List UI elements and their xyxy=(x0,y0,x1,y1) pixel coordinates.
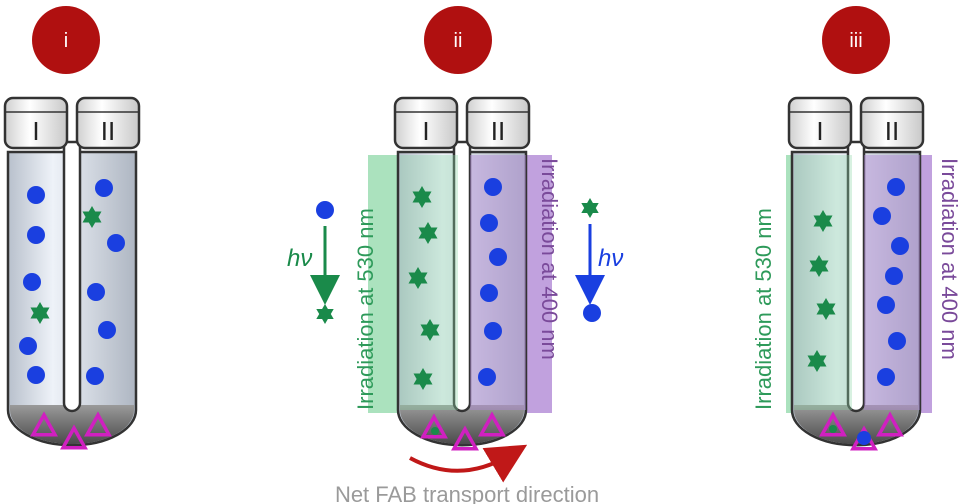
circle-molecule-icon xyxy=(885,267,903,285)
triangle-carrier-icon xyxy=(819,411,847,437)
panel-badge xyxy=(822,6,890,74)
tube-cap xyxy=(75,96,141,150)
triangle-carrier-icon xyxy=(84,411,112,437)
circle-molecule-icon xyxy=(480,214,498,232)
tube-cap xyxy=(393,96,459,150)
triangle-carrier-icon xyxy=(478,411,506,437)
triangle-carrier-icon xyxy=(420,413,448,439)
tube-label: II xyxy=(885,116,899,146)
circle-molecule-icon xyxy=(873,207,891,225)
irradiation-530-label: Irradiation at 530 nm xyxy=(751,208,776,410)
irradiation-400-label: Irradiation at 400 nm xyxy=(537,158,562,360)
circle-molecule-icon xyxy=(888,332,906,350)
circle-molecule-icon xyxy=(19,337,37,355)
triangle-carrier-icon xyxy=(451,425,479,451)
irradiation-400-label: Irradiation at 400 nm xyxy=(937,158,960,360)
star-molecule-icon xyxy=(418,222,438,244)
panel-badge-label: i xyxy=(64,30,68,52)
circle-molecule-icon xyxy=(27,366,45,384)
star-molecule-icon xyxy=(581,198,599,218)
circle-molecule-icon xyxy=(877,368,895,386)
tube-cap xyxy=(3,96,69,150)
star-molecule-icon xyxy=(807,350,827,372)
circle-molecule-icon xyxy=(887,178,905,196)
star-molecule-icon xyxy=(30,302,50,324)
star-molecule-icon xyxy=(829,425,837,433)
circle-molecule-icon xyxy=(478,368,496,386)
star-molecule-icon xyxy=(408,267,428,289)
star-molecule-icon xyxy=(412,186,432,208)
panel-badge-label: ii xyxy=(454,30,463,52)
circle-molecule-icon xyxy=(87,283,105,301)
circle-molecule-icon xyxy=(484,178,502,196)
circle-molecule-icon xyxy=(891,237,909,255)
circle-molecule-icon xyxy=(27,186,45,204)
circle-molecule-icon xyxy=(86,367,104,385)
panel-badge xyxy=(424,6,492,74)
circle-molecule-icon xyxy=(27,226,45,244)
green-tint xyxy=(794,155,852,410)
star-molecule-icon xyxy=(816,298,836,320)
star-molecule-icon xyxy=(431,427,439,435)
tube-label: II xyxy=(491,116,505,146)
tube-label: I xyxy=(422,116,429,146)
panel-badge xyxy=(32,6,100,74)
triangle-carrier-icon xyxy=(60,424,88,450)
circle-molecule-icon xyxy=(489,248,507,266)
circle-molecule-icon xyxy=(857,431,871,445)
circle-molecule-icon xyxy=(107,234,125,252)
tube-cap xyxy=(787,96,853,150)
circle-molecule-icon xyxy=(877,296,895,314)
tube-divider xyxy=(452,140,472,413)
circle-molecule-icon xyxy=(95,179,113,197)
tube-label: I xyxy=(816,116,823,146)
transport-direction-label: Net FAB transport direction xyxy=(335,482,599,504)
circle-molecule-icon xyxy=(583,304,601,322)
hv-right-label: hν xyxy=(598,245,623,272)
triangle-carrier-icon xyxy=(876,411,904,437)
tube-label: I xyxy=(32,116,39,146)
purple-tint xyxy=(470,155,526,410)
panel-badge-label: iii xyxy=(849,30,862,52)
circle-molecule-icon xyxy=(23,273,41,291)
star-molecule-icon xyxy=(413,368,433,390)
hv-left-label: hν xyxy=(287,245,312,272)
circle-molecule-icon xyxy=(484,322,502,340)
circle-molecule-icon xyxy=(316,201,334,219)
star-molecule-icon xyxy=(316,304,334,324)
tube-divider xyxy=(62,140,82,413)
triangle-carrier-icon xyxy=(30,411,58,437)
curved-arrow-icon xyxy=(409,444,528,483)
star-molecule-icon xyxy=(82,206,102,228)
tube-cap xyxy=(465,96,531,150)
irradiation-530-label: Irradiation at 530 nm xyxy=(353,208,378,410)
star-molecule-icon xyxy=(420,319,440,341)
tube-divider xyxy=(846,140,866,413)
star-molecule-icon xyxy=(809,255,829,277)
tube-label: II xyxy=(101,116,115,146)
circle-molecule-icon xyxy=(98,321,116,339)
star-molecule-icon xyxy=(813,210,833,232)
tube-cap xyxy=(859,96,925,150)
circle-molecule-icon xyxy=(480,284,498,302)
